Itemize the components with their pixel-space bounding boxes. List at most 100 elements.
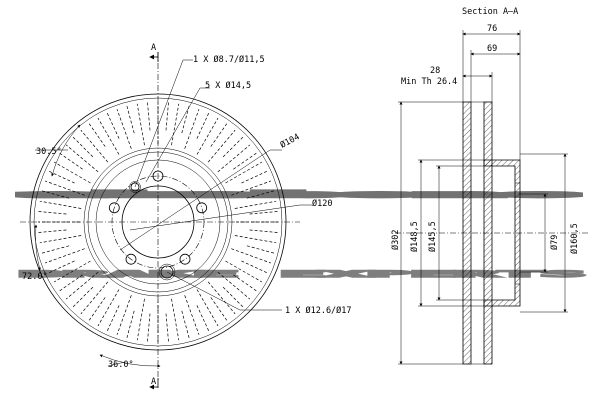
cooling-vane [234, 200, 277, 209]
angle-left: 72.0° [22, 272, 48, 282]
callout-bolt-holes: 5 X Ø14,5 [205, 80, 251, 91]
dim-d145: Ø145,5 [427, 221, 438, 252]
cooling-vane [45, 180, 85, 196]
cooling-vane [53, 161, 91, 184]
locating-hole-small [130, 182, 140, 192]
leader-centre-bore [129, 204, 312, 231]
dim-d160: Ø160,5 [569, 223, 580, 254]
cooling-vane [225, 260, 263, 283]
cooling-vane [196, 113, 210, 139]
cooling-vane [231, 180, 271, 196]
cooling-vane [196, 117, 219, 155]
friction-ring-inner-edge [83, 147, 233, 297]
cooling-vane [45, 248, 85, 264]
locating-hole-small-counterbore [129, 181, 141, 193]
bolt-holes [108, 170, 208, 265]
hat-step [95, 159, 221, 285]
cooling-vane [72, 286, 94, 308]
cut-mark-bottom: A [151, 377, 156, 387]
cooling-vane [147, 102, 151, 131]
callout-hole-small: 1 X Ø8.7/Ø11,5 [193, 54, 265, 65]
cooling-vane [106, 305, 120, 331]
dim-d79: Ø79 [549, 235, 560, 250]
watermark-tagline: BRAKE EXPERTS [20, 270, 585, 280]
bolt-hole [125, 253, 137, 265]
dim-outer-diameter: Ø302 [390, 230, 401, 250]
leader-hole-small [134, 59, 193, 188]
cooling-vane [222, 136, 244, 158]
cooling-vane [116, 109, 132, 149]
cooling-vane [136, 103, 145, 146]
leader-pcd [119, 149, 282, 251]
centre-bore [121, 185, 195, 259]
cooling-vane [80, 281, 109, 315]
angle-arc-bottom [99, 354, 161, 368]
cooling-vane [65, 144, 99, 173]
front-view: A A 1 X Ø8.7/Ø11,5 5 X Ø14,5 1 X Ø12.6/Ø… [20, 43, 352, 390]
disc-outer-edge [29, 93, 287, 351]
cooling-vane [97, 289, 120, 327]
brand-watermark: akebono BRAKE EXPERTS [17, 189, 586, 281]
cooling-vane [116, 295, 132, 335]
cooling-vane [207, 281, 236, 315]
cooling-vane [246, 245, 274, 254]
cooling-vane [97, 117, 120, 155]
cooling-vane [126, 310, 135, 338]
callout-centre-bore: Ø120 [312, 198, 332, 209]
cooling-vane [171, 103, 180, 146]
callout-pcd: Ø104 [278, 131, 301, 150]
cooling-vane [181, 310, 190, 338]
dim-hat-depth: 69 [487, 44, 497, 54]
angle-arc-top [51, 124, 81, 177]
cooling-vane [106, 113, 120, 139]
cooling-vane [241, 170, 267, 184]
cooling-vane [72, 136, 94, 158]
dim-thickness: 28 [430, 66, 440, 76]
dim-d148: Ø148,5 [409, 221, 420, 252]
cooling-vane [39, 235, 82, 244]
cooling-vane [39, 200, 82, 209]
angle-bottom: 36.0° [108, 360, 134, 370]
cooling-vane [147, 313, 151, 342]
cooling-vane [222, 286, 244, 308]
cooling-vane [38, 229, 67, 233]
angle-top: 30.5° [36, 147, 62, 157]
cooling-vane [184, 109, 200, 149]
cooling-vane [184, 295, 200, 335]
hat-outer-edge [87, 151, 229, 293]
bolt-hole [152, 170, 164, 182]
cooling-vane [38, 211, 67, 215]
disc-outer-chamfer [33, 97, 283, 347]
cooling-vane [207, 129, 236, 163]
locating-hole-large-counterbore [158, 263, 176, 281]
pitch-circle [111, 175, 205, 269]
cooling-vane [53, 260, 91, 283]
cut-mark-top: A [151, 43, 156, 53]
callout-hole-large: 1 X Ø12.6/Ø17 [285, 305, 352, 316]
cooling-vane [217, 271, 251, 300]
cooling-vane [225, 161, 263, 184]
dim-min-thickness: Min Th 26.4 [401, 77, 457, 87]
angle-leader-bottom [107, 361, 126, 367]
cooling-vanes [38, 102, 278, 342]
angle-arc-left [34, 224, 41, 271]
cooling-vane [42, 245, 70, 254]
cooling-vane [196, 305, 210, 331]
cooling-vane [181, 106, 190, 134]
cooling-vane [249, 229, 278, 233]
bolt-hole [108, 202, 120, 214]
section-view: Section A–A 76 69 28 Min Th 26.4 Ø302 Ø1… [390, 7, 590, 365]
cooling-vane [126, 106, 135, 134]
locating-hole-large [160, 265, 174, 279]
leader-hole-large [166, 271, 282, 311]
watermark-brand: akebono [18, 190, 580, 200]
cooling-vane [165, 102, 169, 131]
cooling-vane [171, 298, 180, 341]
cooling-vane [217, 144, 251, 173]
cooling-vane [65, 271, 99, 300]
cooling-vane [80, 129, 109, 163]
bolt-hole [179, 253, 191, 265]
leader-bolt-holes [145, 87, 210, 183]
dim-overall-width: 76 [487, 24, 497, 34]
